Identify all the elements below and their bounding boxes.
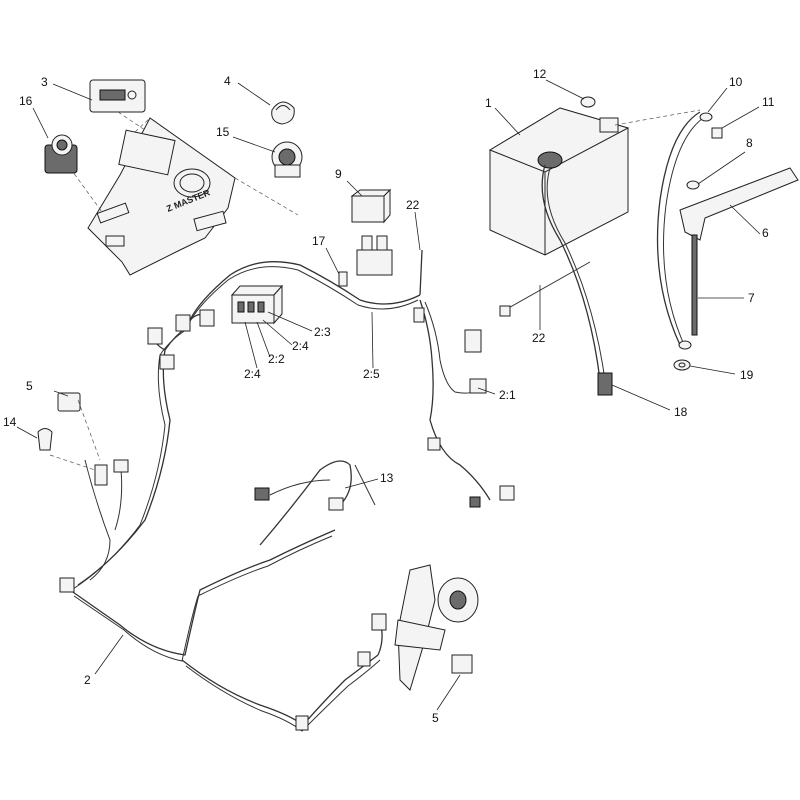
hold-down-bracket <box>679 167 799 336</box>
wire-harness <box>59 249 515 732</box>
control-panel: Z MASTER <box>69 117 299 276</box>
callout-8: 8 <box>746 136 753 150</box>
washer <box>673 359 691 371</box>
key-switch <box>44 134 78 174</box>
callout-18: 18 <box>674 405 688 419</box>
callout-2-1: 2:1 <box>499 388 516 402</box>
callout-2-4-left: 2:4 <box>244 367 261 381</box>
callout-13: 13 <box>380 471 394 485</box>
callouts: 1 3 4 16 15 12 10 11 8 6 7 19 18 9 17 22… <box>3 67 775 725</box>
callout-11: 11 <box>762 95 775 109</box>
callout-5-upper: 5 <box>26 379 33 393</box>
callout-3: 3 <box>41 75 48 89</box>
hour-meter <box>89 79 146 131</box>
cable-tie-lower <box>499 261 591 317</box>
negative-cable <box>541 164 613 396</box>
bolt <box>338 271 348 287</box>
relay-socket <box>356 235 393 276</box>
callout-2-4-right: 2:4 <box>292 339 309 353</box>
relay <box>350 188 392 224</box>
leader-lines <box>16 79 761 711</box>
ignition-switch <box>271 141 303 178</box>
callout-2-2: 2:2 <box>268 352 285 366</box>
callout-2-3: 2:3 <box>314 325 331 339</box>
callout-16: 16 <box>19 94 33 108</box>
bracket-nut <box>686 180 700 190</box>
knob-cap <box>271 101 295 125</box>
fuse-block <box>230 284 284 325</box>
callout-6: 6 <box>762 226 769 240</box>
callout-10: 10 <box>729 75 743 89</box>
callout-4: 4 <box>224 74 231 88</box>
callout-2-5: 2:5 <box>363 367 380 381</box>
callout-22-upper: 22 <box>406 198 420 212</box>
battery <box>488 107 701 256</box>
brake-switch-bracket <box>394 564 479 691</box>
switch-clip <box>37 428 96 471</box>
callout-7: 7 <box>748 291 755 305</box>
callout-22-lower: 22 <box>532 331 546 345</box>
terminal-nut <box>580 96 596 108</box>
cable-bolt <box>711 127 723 139</box>
callout-1: 1 <box>485 96 492 110</box>
callout-17: 17 <box>312 234 326 248</box>
positive-cable <box>656 111 713 350</box>
callout-2: 2 <box>84 673 91 687</box>
callout-12: 12 <box>533 67 547 81</box>
callout-15: 15 <box>216 125 230 139</box>
callout-19: 19 <box>740 368 754 382</box>
callout-9: 9 <box>335 167 342 181</box>
seat-switch <box>57 392 101 461</box>
callout-5-lower: 5 <box>432 711 439 725</box>
callout-14: 14 <box>3 415 17 429</box>
